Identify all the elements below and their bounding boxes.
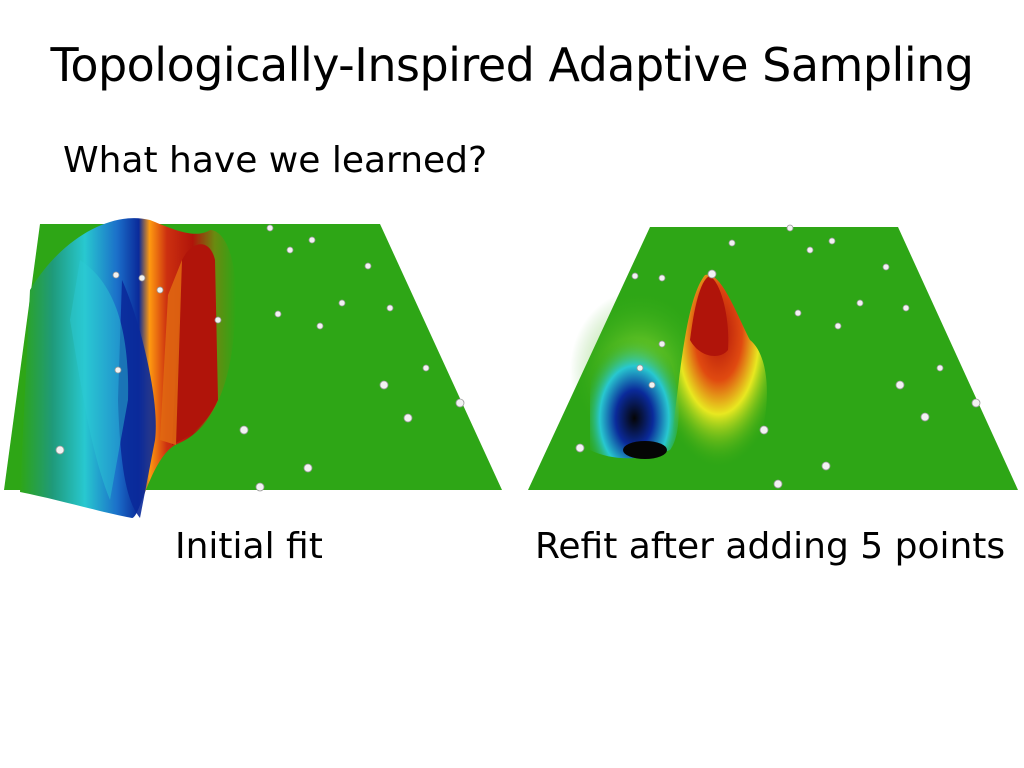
sample-point <box>403 413 413 423</box>
initial-fit-surface-plot <box>0 200 512 530</box>
sample-point <box>828 237 836 245</box>
sample-point <box>379 380 389 390</box>
sample-point <box>364 262 372 270</box>
sample-point <box>895 380 905 390</box>
slide-title: Topologically-Inspired Adaptive Sampling <box>50 38 974 92</box>
sample-point <box>920 412 930 422</box>
ridge-peak <box>172 244 218 445</box>
sample-point <box>274 310 282 318</box>
sample-point <box>308 236 316 244</box>
sample-point <box>794 309 802 317</box>
sample-point <box>936 364 944 372</box>
sample-point <box>856 299 864 307</box>
ridge-orange-band <box>160 260 182 445</box>
refit-surface-plot <box>520 200 1024 500</box>
sample-point <box>214 316 222 324</box>
sample-point <box>239 425 249 435</box>
sample-point <box>303 463 313 473</box>
sample-points <box>575 224 981 489</box>
sample-point <box>112 271 120 279</box>
sample-point <box>707 269 717 279</box>
well-black-core <box>623 441 667 459</box>
sample-point <box>882 263 890 271</box>
ridge-cyan-band <box>70 260 129 500</box>
sample-point <box>575 443 585 453</box>
sample-point <box>114 366 122 374</box>
sample-point <box>138 274 146 282</box>
ridge-blue-fold <box>118 280 156 518</box>
sample-point <box>631 272 639 280</box>
sample-points <box>55 224 465 492</box>
sample-point <box>156 286 164 294</box>
sample-point <box>834 322 842 330</box>
sample-point <box>338 299 346 307</box>
sample-point <box>806 246 814 254</box>
sample-point <box>636 364 644 372</box>
sample-point <box>455 398 465 408</box>
sample-point <box>821 461 831 471</box>
sample-point <box>55 445 65 455</box>
sample-point <box>286 246 294 254</box>
caption-initial-fit: Initial fit <box>175 526 323 567</box>
sample-point <box>386 304 394 312</box>
sample-point <box>759 425 769 435</box>
sample-point <box>422 364 430 372</box>
sample-point <box>773 479 783 489</box>
subheading: What have we learned? <box>63 140 488 181</box>
sample-point <box>658 340 666 348</box>
caption-refit: Refit after adding 5 points <box>535 526 1006 567</box>
sample-point <box>658 274 666 282</box>
sample-point <box>728 239 736 247</box>
sample-point <box>255 482 265 492</box>
sample-point <box>648 381 656 389</box>
sample-point <box>902 304 910 312</box>
sample-point <box>786 224 794 232</box>
peak-red-core <box>690 276 729 356</box>
sample-point <box>316 322 324 330</box>
sample-point <box>971 398 981 408</box>
sample-point <box>266 224 274 232</box>
surface-well <box>590 324 679 459</box>
